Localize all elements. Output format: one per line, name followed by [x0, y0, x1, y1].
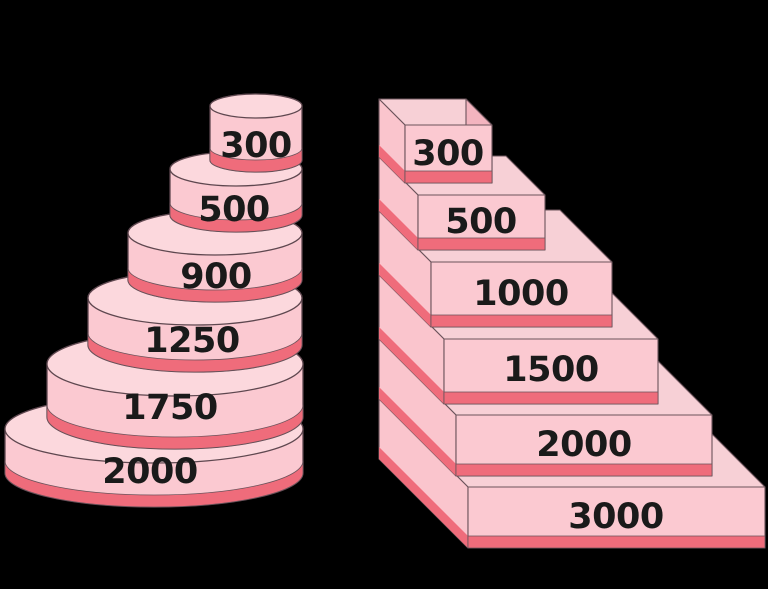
step-front-stripe [443, 391, 659, 405]
cake-tier-stripe [169, 202, 303, 233]
step-label: 1500 [503, 350, 598, 390]
cake-tier-stripe [4, 460, 304, 508]
step-front-stripe [467, 535, 766, 549]
step-left-stripe [379, 199, 418, 250]
cake-tier-stripe [209, 147, 303, 173]
step-left-stripe [379, 387, 456, 476]
step-left-stripe [379, 145, 405, 183]
step-label: 3000 [568, 497, 663, 537]
cake-tier-label: 1750 [122, 388, 217, 428]
cake-chart: 2000 1750 1250 900 500 [4, 93, 304, 508]
cake-tier-label: 2000 [102, 452, 197, 492]
step-label: 300 [412, 134, 484, 174]
step-pyramid-chart: 3000 2000 1500 1000 [378, 98, 766, 549]
step-front-stripe [404, 170, 493, 184]
cake-tier-label: 900 [180, 257, 252, 297]
step-left-stripe [379, 327, 444, 404]
cake-tier-label: 1250 [144, 321, 239, 361]
cake-tier-label: 300 [220, 126, 292, 166]
step-left-stripe [379, 263, 431, 327]
cake-tier-1: 300 [209, 93, 303, 173]
step-front-stripe [430, 314, 613, 328]
pyramid-step-1: 300 [378, 98, 493, 184]
step-left-stripe [379, 447, 468, 548]
step-front-stripe [455, 463, 713, 477]
cake-tier-stripe [127, 267, 303, 303]
step-front-stripe [417, 237, 546, 251]
cake-tier-label: 500 [198, 190, 270, 230]
cake-tier-stripe [87, 332, 303, 373]
cake-tier-top-ellipse [209, 93, 303, 119]
step-label: 2000 [536, 425, 631, 465]
step-label: 500 [445, 202, 517, 242]
step-label: 1000 [473, 274, 568, 314]
cake-tier-stripe [46, 404, 304, 450]
